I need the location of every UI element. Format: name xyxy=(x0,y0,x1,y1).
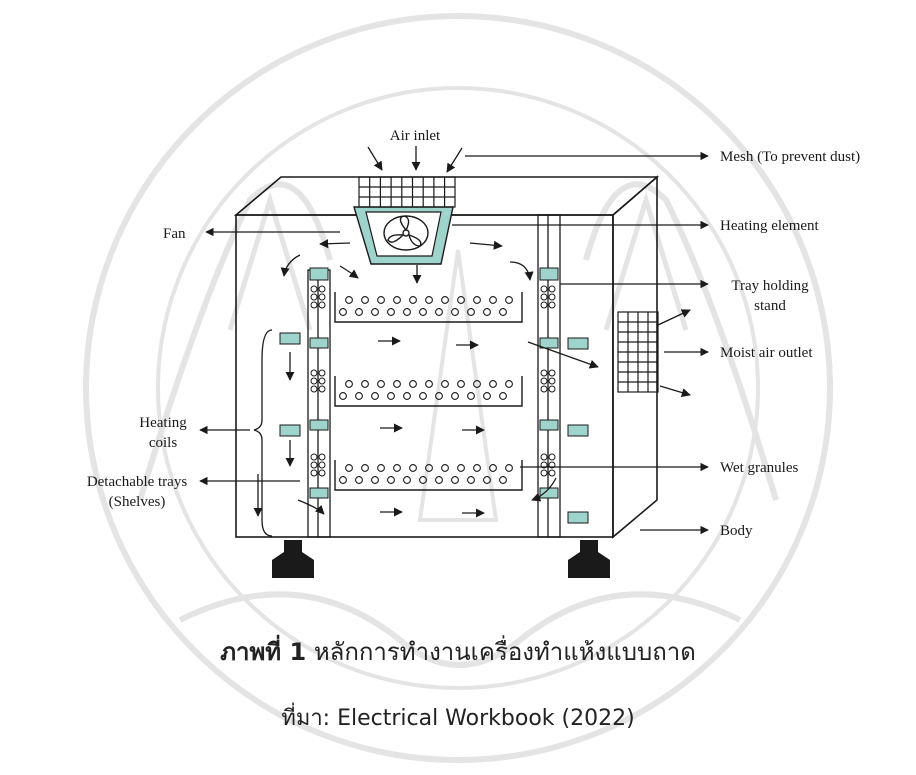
label-wet-granules: Wet granules xyxy=(720,460,799,476)
heating-coils-brace xyxy=(254,330,272,536)
figure-label: ภาพที่ 1 xyxy=(220,638,306,666)
figure-source: ที่มา: Electrical Workbook (2022) xyxy=(0,700,916,735)
label-fan: Fan xyxy=(163,226,186,242)
label-detachable-trays-1: Detachable trays xyxy=(87,474,188,490)
label-heating-element: Heating element xyxy=(720,218,820,234)
label-tray-holding-stand-1: Tray holding xyxy=(731,278,809,294)
outlet-mesh-grid xyxy=(618,312,658,392)
label-air-inlet: Air inlet xyxy=(390,128,441,144)
figure-caption: ภาพที่ 1 หลักการทำงานเครื่องทำแห้งแบบถาด xyxy=(0,632,916,671)
figure-title: หลักการทำงานเครื่องทำแห้งแบบถาด xyxy=(314,638,696,666)
label-heating-coils-2: coils xyxy=(149,435,177,451)
label-mesh: Mesh (To prevent dust) xyxy=(720,149,860,165)
airflow-arrows xyxy=(258,146,690,516)
mesh-grid xyxy=(359,177,455,207)
label-detachable-trays-2: (Shelves) xyxy=(109,494,166,510)
label-moist-air-outlet: Moist air outlet xyxy=(720,345,813,361)
dryer-feet xyxy=(272,540,610,578)
label-body: Body xyxy=(720,523,753,539)
label-heating-coils-1: Heating xyxy=(139,415,187,431)
label-tray-holding-stand-2: stand xyxy=(754,298,786,314)
